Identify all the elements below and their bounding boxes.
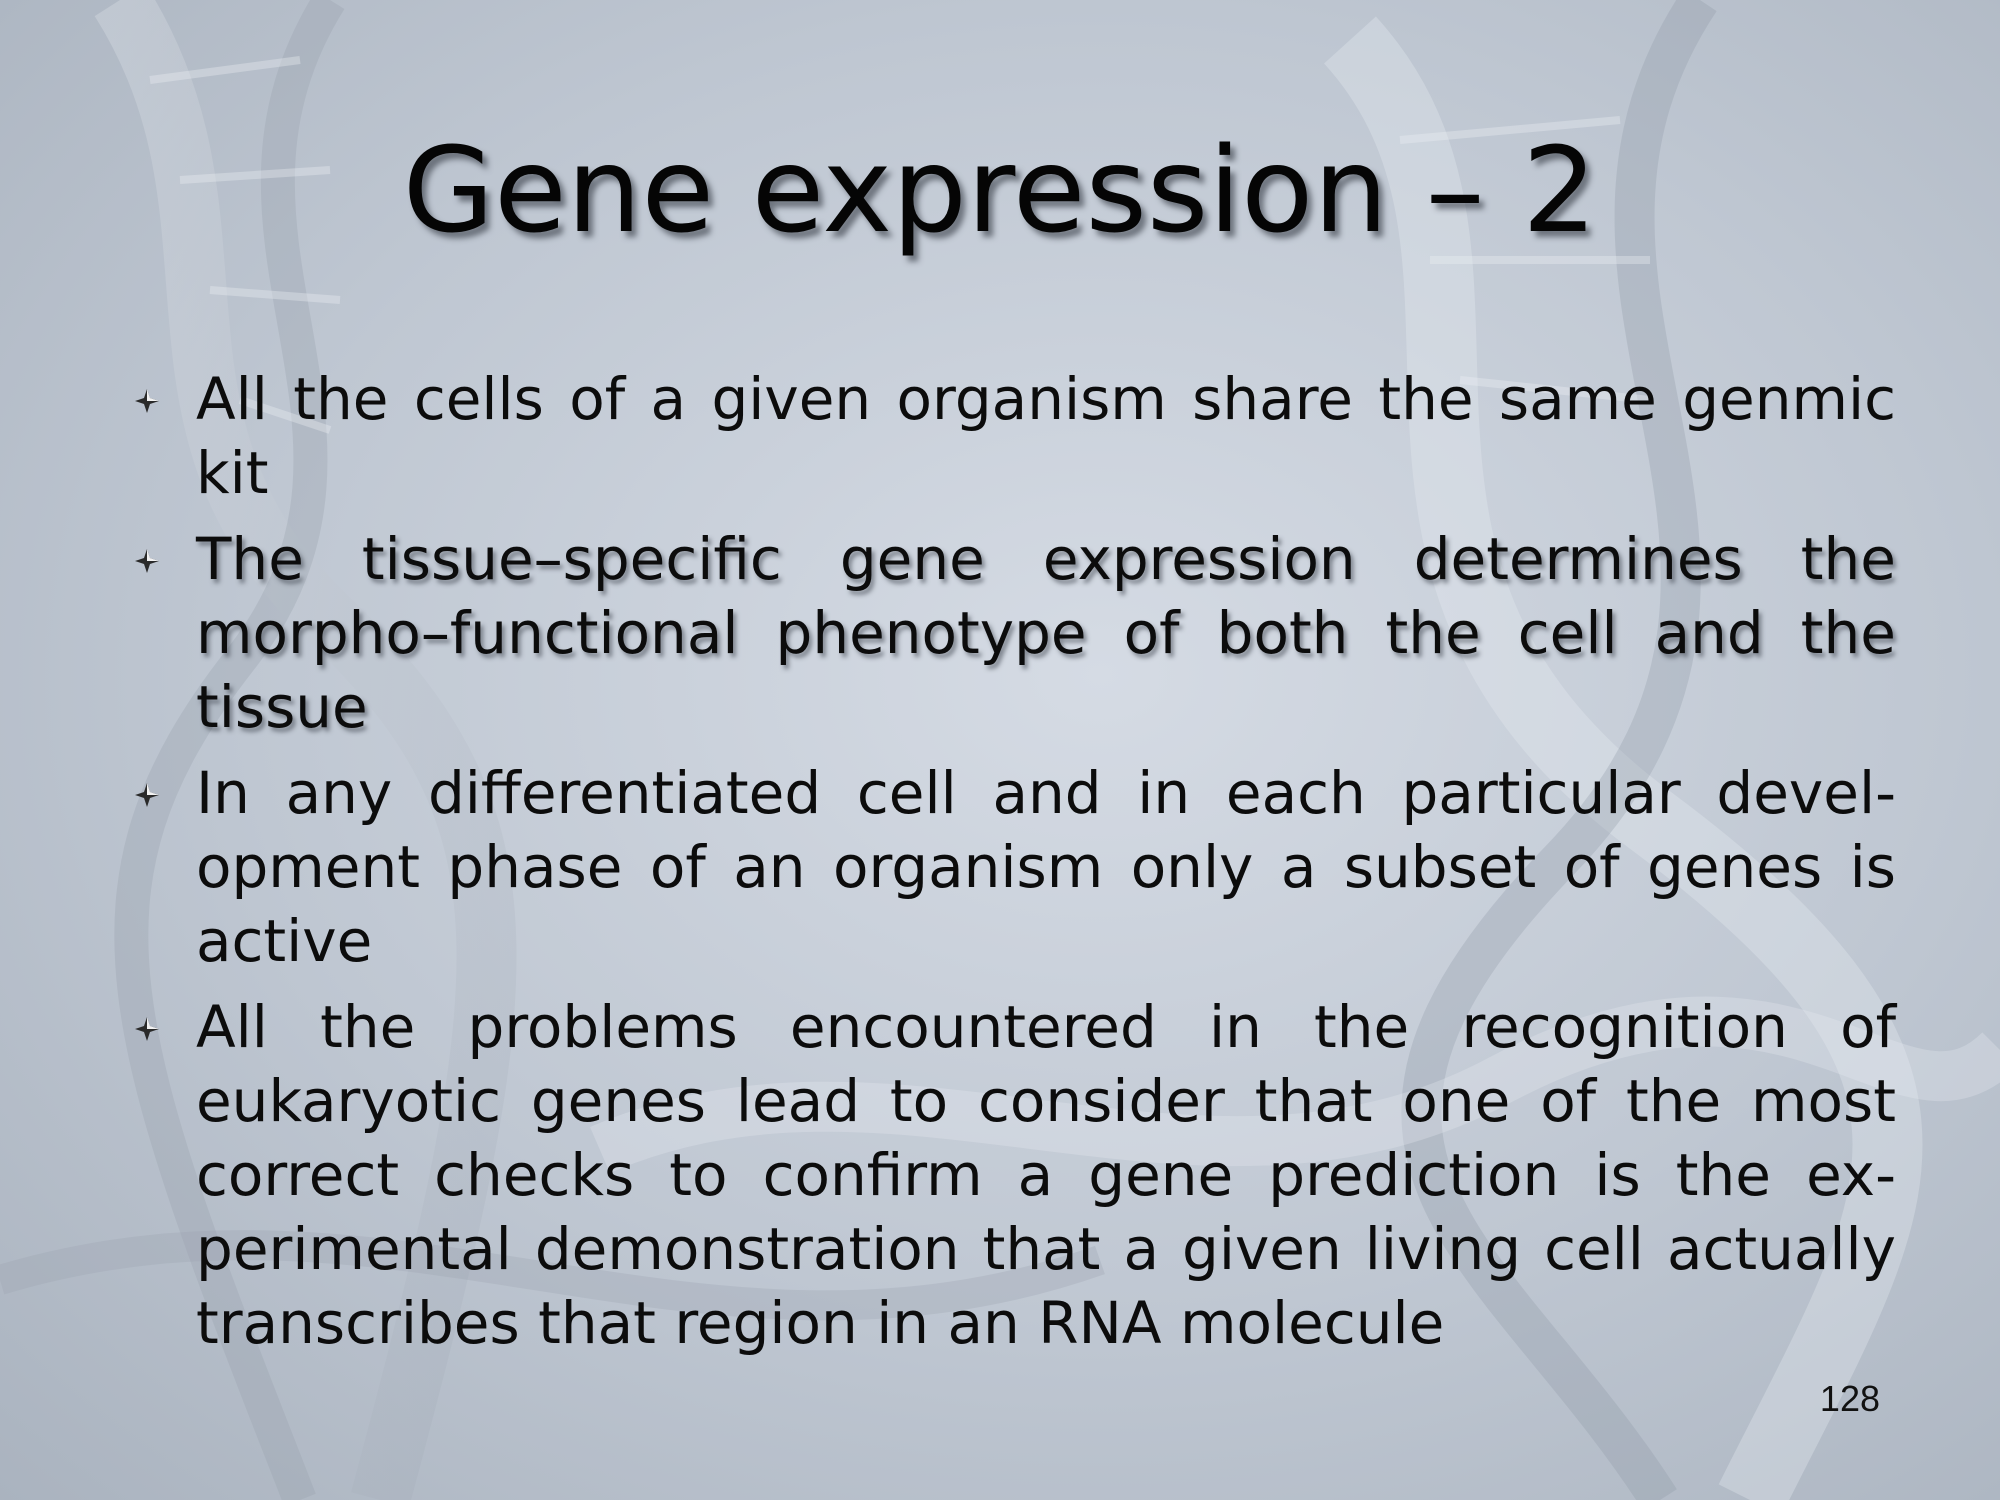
four-point-star-bullet-icon [135, 783, 159, 807]
slide-title: Gene expression – 2 [402, 121, 1598, 259]
four-point-star-bullet-icon [135, 389, 159, 413]
bullet-list: All the cells of a given organism share … [130, 362, 1896, 1372]
bullet-item: The tissue–specific gene expression dete… [130, 522, 1896, 744]
four-point-star-bullet-icon [135, 1017, 159, 1041]
bullet-item: All the problems encountered in the reco… [130, 990, 1896, 1360]
bullet-item: All the cells of a given organism share … [130, 362, 1896, 510]
bullet-text: All the problems encountered in the reco… [196, 993, 1896, 1357]
page-number: 128 [1819, 1378, 1880, 1419]
bullet-text: The tissue–specific gene expression dete… [196, 525, 1896, 741]
bullet-text: All the cells of a given organism share … [196, 365, 1896, 507]
four-point-star-bullet-icon [135, 549, 159, 573]
bullet-item: In any differentiated cell and in each p… [130, 756, 1896, 978]
bullet-text: In any differentiated cell and in each p… [196, 759, 1896, 975]
